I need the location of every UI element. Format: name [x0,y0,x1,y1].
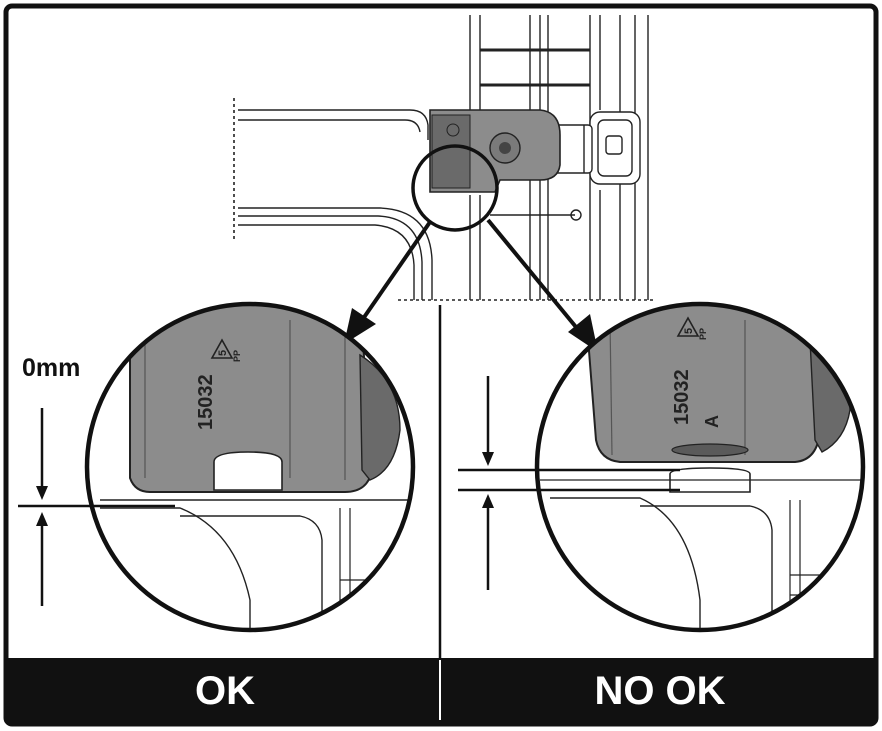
clamp-part [429,109,561,193]
zero-gap-label: 0mm [22,354,80,382]
ok-arrow-down [36,486,48,500]
ok-recycle-number: 5 [217,350,229,356]
nok-revision-mark: A [702,415,722,428]
nok-label: NO OK [594,669,725,713]
ok-label: OK [195,669,255,713]
ok-zoom-content [87,304,413,630]
nok-measurement [458,376,680,590]
ok-part-code: 15032 [195,374,217,430]
zoom-arrows [356,218,587,340]
nok-recycle-number: 5 [683,328,695,334]
ok-zoom-circle [84,301,416,633]
arrow-head-left [344,308,376,344]
ok-measurement [18,408,175,606]
nok-part-code: 15032 [671,369,693,425]
zoom-source-circle [411,144,499,232]
outer-border [3,3,879,727]
nok-arrow-down [482,452,494,466]
nok-recycle-material: PP [698,328,708,340]
arrow-head-right [568,314,598,352]
nok-arrow-up [482,494,494,508]
nok-zoom-content [537,304,863,630]
ok-arrow-up [36,512,48,526]
ok-recycle-material: PP [232,350,242,362]
nok-zoom-circle [534,301,866,633]
